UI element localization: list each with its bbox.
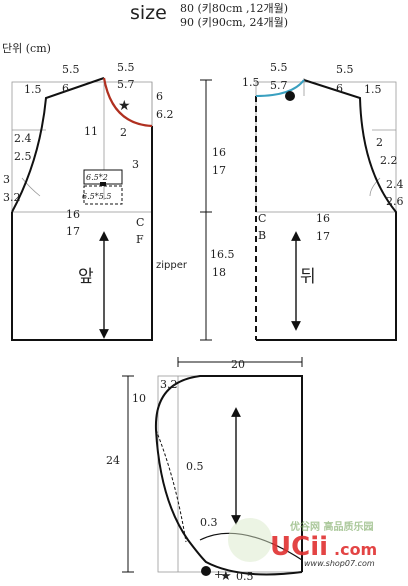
back-half-width-16: 16 <box>316 212 330 225</box>
armhole-depth-17: 17 <box>212 164 226 177</box>
star-icon: ★ <box>118 98 131 114</box>
armhole-depth-16: 16 <box>212 146 226 159</box>
back-half-width-17: 17 <box>316 230 330 243</box>
body-length-18: 18 <box>212 266 226 279</box>
back-neck-5-7: 5.7 <box>270 79 288 92</box>
front-half-width-16: 16 <box>66 208 80 221</box>
back-armhole-2-6: 2.6 <box>386 195 404 208</box>
front-pocket-tab <box>100 182 106 186</box>
front-neckline <box>102 77 153 128</box>
front-pocket-body <box>83 185 123 205</box>
back-panel: 1.5 5.5 5.7 5.5 6 1.5 2 2.2 2.4 2.6 16 1… <box>242 61 404 341</box>
hood-dot-marker <box>201 566 211 576</box>
front-underarm-3-2: 3.2 <box>3 191 21 204</box>
front-shoulder-5-5: 5.5 <box>62 63 80 76</box>
watermark: UCii .com 优谷网 高品质乐园 www.shop07.com <box>228 518 377 568</box>
hood-width-20: 20 <box>231 358 245 371</box>
zipper-label: zipper <box>156 260 188 271</box>
hood-star-icon: ★ <box>220 569 232 584</box>
hood-bottom-small-0-5: 0.5 <box>236 570 254 583</box>
front-shoulder-6: 6 <box>62 82 69 95</box>
back-guide-box <box>255 81 397 213</box>
back-armhole-2-2: 2.2 <box>380 154 398 167</box>
front-panel: ★ 5.5 6 5.5 5.7 6 6.2 1.5 2.4 2.5 3 3.2 … <box>3 61 188 341</box>
front-shoulder-drop: 1.5 <box>24 83 42 96</box>
size-line-80: 80 (키80cm ,12개월) <box>180 2 289 15</box>
back-armhole-2: 2 <box>376 136 383 149</box>
back-outline <box>256 79 397 341</box>
size-line-90: 90 (키90cm, 24개월) <box>180 16 289 29</box>
front-half-width-17: 17 <box>66 225 80 238</box>
center-dimensions: 16 17 16.5 18 <box>200 79 235 341</box>
back-panel-label: 뒤 <box>300 267 316 287</box>
back-armhole-2-4: 2.4 <box>386 178 404 191</box>
watermark-suffix: .com <box>334 540 377 559</box>
hood-height-24: 24 <box>106 454 120 467</box>
hood-bottom-curve <box>199 532 303 561</box>
front-panel-label: 앞 <box>78 267 94 287</box>
front-underarm-3: 3 <box>3 173 10 186</box>
unit-label: 단위 (cm) <box>2 42 51 55</box>
watermark-cn-text: 优谷网 高品质乐园 <box>290 520 373 533</box>
front-neck-small-2: 2 <box>120 126 127 139</box>
back-underarm-arc <box>369 177 381 197</box>
front-neck-inner-11: 11 <box>84 125 98 138</box>
hood-inner-curve <box>155 429 187 543</box>
size-heading: size <box>130 2 167 24</box>
back-shoulder-6: 6 <box>336 82 343 95</box>
front-neck-5-5: 5.5 <box>117 61 135 74</box>
back-neckline <box>255 79 305 97</box>
hood-panel: ★ + 20 24 10 3.2 0.5 0.3 0.5 <box>106 357 303 584</box>
back-neck-5-5: 5.5 <box>270 61 288 74</box>
hood-plus-mark: + <box>214 568 223 581</box>
back-neck-1-5: 1.5 <box>242 76 260 89</box>
pocket-top-size: 6.5*2 <box>86 173 108 182</box>
hood-outline <box>154 375 303 576</box>
center-front-f: F <box>136 233 144 246</box>
center-back-b: B <box>258 229 266 242</box>
front-underarm-arc <box>21 177 41 197</box>
hood-top-inset-3-2: 3.2 <box>160 378 178 391</box>
hood-side-curve-0-5: 0.5 <box>186 460 204 473</box>
front-neck-5-7: 5.7 <box>117 78 135 91</box>
body-length-16-5: 16.5 <box>210 248 235 261</box>
back-shoulder-drop: 1.5 <box>364 83 382 96</box>
watermark-brand: UCii <box>270 532 328 562</box>
back-dot-marker <box>285 91 295 101</box>
center-back-c: C <box>258 212 266 225</box>
front-neck-depth-6: 6 <box>156 90 163 103</box>
hood-bottom-inset-0-3: 0.3 <box>200 516 218 529</box>
front-armhole-2-4: 2.4 <box>14 132 32 145</box>
watermark-site: www.shop07.com <box>304 559 375 568</box>
back-guides <box>255 78 397 213</box>
pocket-body-size: 6.5*5.5 <box>82 192 111 201</box>
hood-top-ease-10: 10 <box>132 392 146 405</box>
front-neck-depth-6-2: 6.2 <box>156 108 174 121</box>
front-armhole-2-5: 2.5 <box>14 150 32 163</box>
watermark-logo-circle <box>228 518 272 562</box>
front-outline <box>11 77 153 341</box>
back-shoulder-5-5: 5.5 <box>336 63 354 76</box>
front-side-mark-3: 3 <box>132 158 139 171</box>
center-front-c: C <box>136 216 144 229</box>
